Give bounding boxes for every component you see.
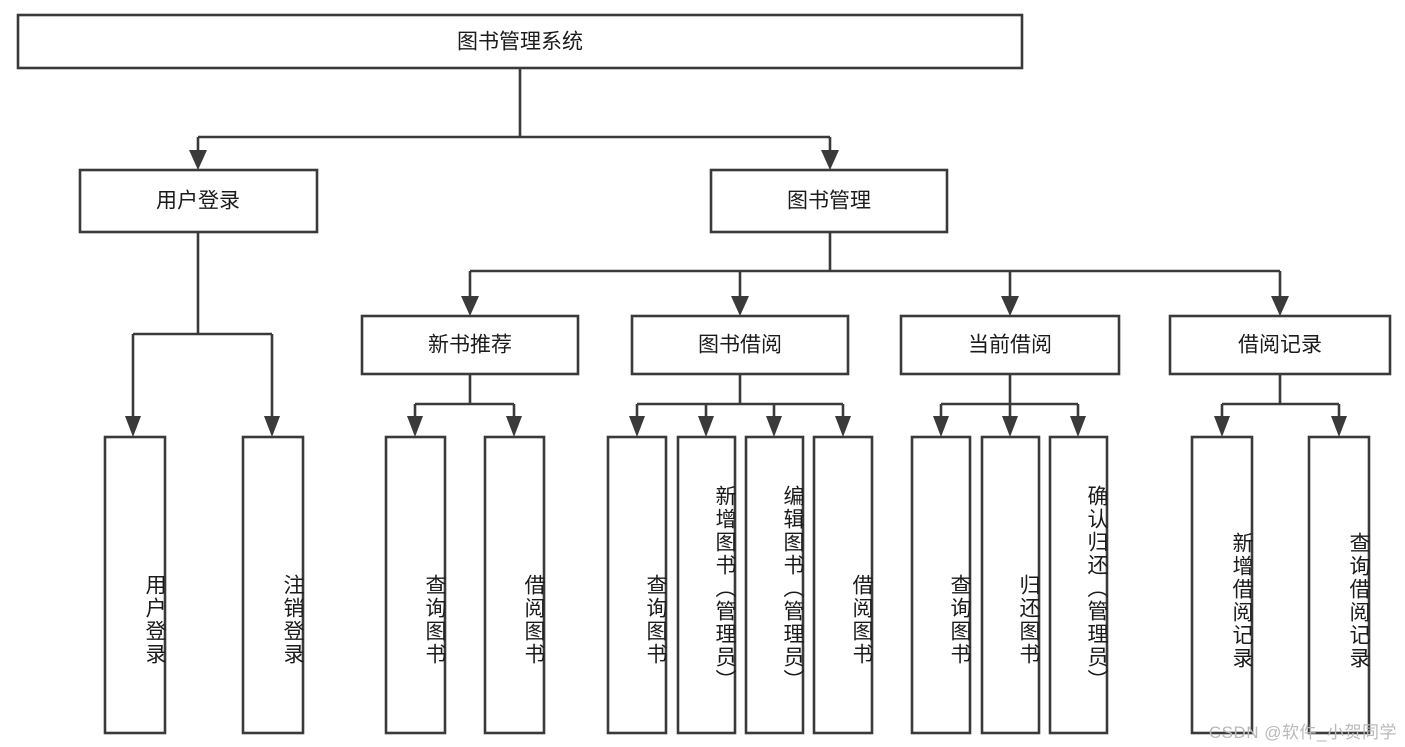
arrow-head-leaf-borrow-record-1 — [1214, 416, 1230, 437]
leaf-book-borrow-3[interactable] — [744, 435, 805, 735]
node-root[interactable] — [16, 13, 1024, 70]
label-root: 图书管理系统 — [457, 31, 583, 54]
label-book-management: 图书管理 — [787, 190, 871, 213]
leaf-book-borrow-2[interactable] — [676, 435, 737, 735]
leaf-user-login-1[interactable] — [103, 435, 167, 735]
arrow-head-leaf-new-book-2 — [506, 416, 522, 437]
arrow-head-leaf-new-book-1 — [407, 416, 423, 437]
leaf-current-borrow-1[interactable] — [910, 435, 972, 735]
leaf-new-book-2[interactable] — [483, 435, 546, 735]
csdn-watermark: CSDN @软件_小贺同学 — [1208, 723, 1397, 742]
arrow-head-leaf-borrow-record-2 — [1331, 416, 1347, 437]
horizontal-label-layer: 图书管理系统 用户登录 图书管理 新书推荐 图书借阅 当前借阅 借阅记录 — [156, 31, 1322, 357]
leaf-borrow-record-2[interactable] — [1307, 435, 1371, 735]
arrow-head-leaf-user-login-2 — [264, 416, 280, 437]
arrow-head-borrow-record — [1271, 296, 1289, 316]
leaf-borrow-record-1[interactable] — [1190, 435, 1254, 735]
label-book-borrow: 图书借阅 — [698, 334, 782, 357]
arrow-head-new-book-recommend — [461, 296, 479, 316]
arrow-head-leaf-book-borrow-1 — [629, 416, 645, 437]
arrow-head-leaf-book-borrow-2 — [698, 416, 714, 437]
leaf-user-login-2[interactable] — [241, 435, 305, 735]
label-current-borrow: 当前借阅 — [968, 334, 1052, 357]
arrow-head-book-mgmt — [821, 150, 839, 170]
arrow-head-leaf-user-login-1 — [125, 416, 141, 437]
label-new-book-recommend: 新书推荐 — [428, 334, 512, 357]
arrow-head-leaf-current-borrow-2 — [1002, 416, 1018, 437]
arrow-head-leaf-book-borrow-3 — [766, 416, 782, 437]
node-box-layer — [16, 13, 1392, 735]
leaf-current-borrow-2[interactable] — [980, 435, 1041, 735]
arrow-head-leaf-book-borrow-4 — [835, 416, 851, 437]
node-book-management[interactable] — [709, 168, 949, 234]
arrow-head-leaf-current-borrow-1 — [933, 416, 949, 437]
leaf-book-borrow-4[interactable] — [812, 435, 874, 735]
leaf-new-book-1[interactable] — [384, 435, 447, 735]
arrow-head-user-login — [189, 150, 207, 170]
node-user-login[interactable] — [78, 168, 319, 234]
arrow-head-book-borrow — [731, 296, 749, 316]
leaf-current-borrow-3[interactable] — [1048, 435, 1109, 735]
arrow-head-current-borrow — [1001, 296, 1019, 316]
connector-layer — [125, 68, 1347, 437]
node-current-borrow[interactable] — [899, 314, 1121, 376]
leaf-book-borrow-1[interactable] — [606, 435, 668, 735]
label-borrow-record: 借阅记录 — [1238, 334, 1322, 357]
label-user-login: 用户登录 — [156, 190, 240, 213]
node-new-book-recommend[interactable] — [360, 314, 580, 376]
arrow-head-leaf-current-borrow-3 — [1070, 416, 1086, 437]
node-book-borrow[interactable] — [630, 314, 850, 376]
node-borrow-record[interactable] — [1168, 314, 1392, 376]
